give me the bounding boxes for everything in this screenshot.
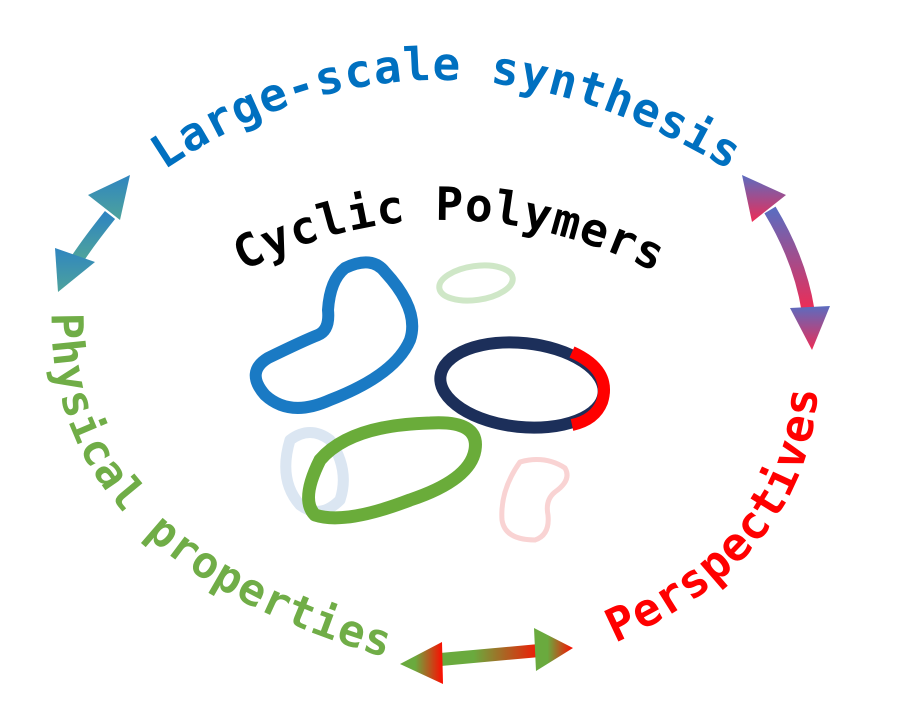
ring-navy-red	[434, 336, 610, 434]
diagram-title: Cyclic Polymers	[224, 177, 674, 282]
ring-blue-kidney	[249, 256, 419, 414]
ring-green	[302, 416, 482, 525]
double-arrow-synthesis-perspectives	[742, 175, 830, 350]
ring-pale-green	[436, 262, 516, 304]
double-arrow-synthesis-properties	[55, 175, 130, 292]
theme-label-large-scale-synthesis: Large-scale synthesis	[141, 37, 752, 180]
ring-pale-blue	[280, 427, 349, 517]
ring-pale-red	[499, 457, 570, 543]
double-arrow-properties-perspectives	[400, 628, 573, 684]
theme-label-perspectives: Perspectives	[597, 384, 829, 653]
polymer-rings	[249, 256, 610, 543]
